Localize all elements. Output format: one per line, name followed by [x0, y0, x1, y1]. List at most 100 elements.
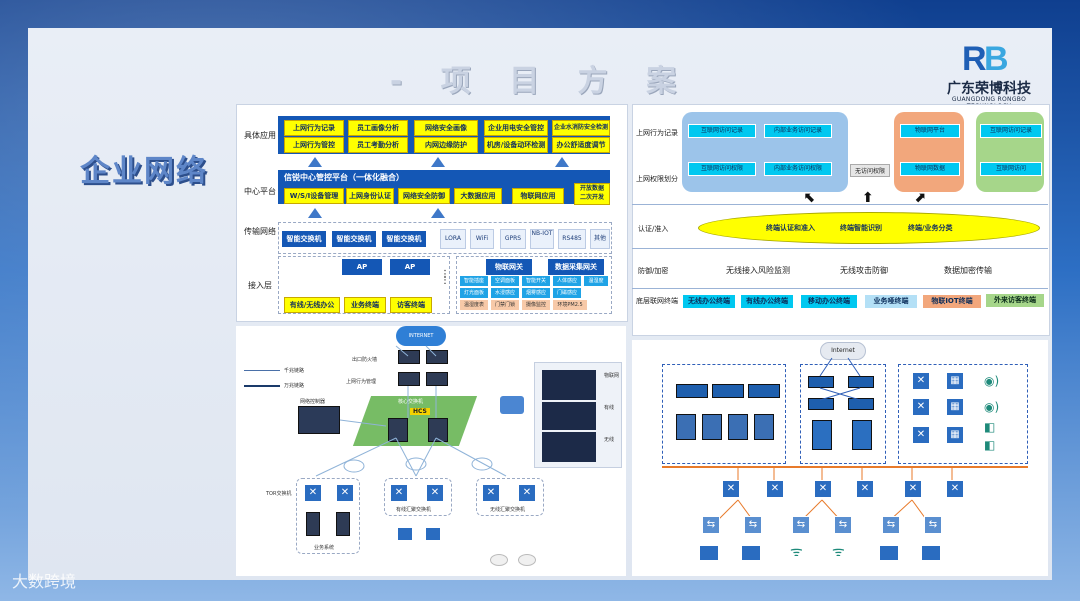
topology-links-left — [315, 345, 507, 477]
iot-sensor: 水浸感应 — [491, 288, 519, 298]
dc-zone — [662, 364, 786, 464]
arrow-icon: ⬆ — [862, 190, 874, 206]
legend-label: 千兆链路 — [284, 368, 305, 374]
terminal-item: 移动办公终端 — [800, 294, 858, 309]
switch-icon: ✕ — [426, 484, 444, 502]
row-divider — [632, 204, 1048, 205]
iot-sensor: 灯光面板 — [460, 288, 488, 298]
edge-zone — [898, 364, 1028, 464]
gateway: 物联网关 — [486, 259, 532, 275]
router-icon — [848, 376, 874, 388]
switch-icon: ⇆ — [702, 516, 720, 534]
hcs-label: HCS — [410, 408, 430, 415]
switch-icon: ▦ — [946, 372, 964, 390]
screen-thumbnail — [542, 402, 596, 430]
switch-icon: ✕ — [856, 480, 874, 498]
auth-item: 终端智能识别 — [840, 224, 882, 232]
up-arrow — [308, 157, 322, 167]
rack-server-icon — [728, 414, 748, 440]
pc-icon — [880, 546, 898, 560]
row-label: 上网行为记录 — [636, 129, 678, 137]
pc-icon — [700, 546, 718, 560]
side-label: 物联网 — [604, 373, 620, 379]
iot-sensor: 环境PM2.5 — [553, 300, 587, 310]
side-label: 无线 — [604, 437, 615, 443]
internal-item: 内部业务访问记录 — [764, 124, 832, 138]
transport-zone — [278, 222, 612, 254]
platform-item: 开放数据 二次开发 — [574, 183, 610, 205]
defense-item: 数据加密传输 — [944, 266, 992, 275]
access-terminal: 有线/无线办公 — [284, 297, 340, 313]
access-terminal: 访客终端 — [390, 297, 432, 313]
controller-icon — [298, 406, 340, 434]
switch-icon: ✕ — [304, 484, 322, 502]
pc-icon — [426, 528, 440, 540]
transport-switch: 智能交换机 — [332, 231, 376, 247]
app-item: 企业水消防安全检测 — [552, 120, 610, 136]
app-item: 员工考勤分析 — [348, 137, 408, 153]
internal-item: 互联网访问权限 — [688, 162, 756, 176]
ap-icon — [518, 554, 536, 566]
switch-icon: ✕ — [814, 480, 832, 498]
defense-item: 无线攻击防御 — [840, 266, 888, 275]
iot-sensor: 智能开关 — [522, 276, 550, 286]
transport-link: WiFi — [470, 229, 494, 249]
internal-item: 互联网访问记录 — [688, 124, 756, 138]
switch-icon: ✕ — [390, 484, 408, 502]
legend-line — [244, 385, 280, 387]
layer-label: 接入层 — [248, 281, 272, 290]
row-divider — [632, 288, 1048, 289]
defense-item: 无线接入风险监测 — [726, 266, 790, 275]
node-label: 核心交换机 — [398, 399, 424, 405]
rack-server-icon — [754, 414, 774, 440]
core-switch-icon — [812, 420, 832, 450]
transport-link: GPRS — [500, 229, 526, 249]
tor-zone — [296, 478, 360, 554]
transport-link: RS485 — [558, 229, 586, 249]
pc-icon — [922, 546, 940, 560]
wireless-agg-zone — [476, 478, 544, 516]
app-item: 上网行为管控 — [284, 137, 344, 153]
iot-platform-item: 物联网数据 — [900, 162, 960, 176]
node-label: 无线汇聚交换机 — [490, 507, 526, 513]
client-icon — [500, 396, 524, 414]
arrow-icon: ⬈ — [914, 190, 926, 206]
switch-icon: ✕ — [904, 480, 922, 498]
side-label: 有线 — [604, 405, 615, 411]
server-icon — [748, 384, 780, 398]
server-icon — [676, 384, 708, 398]
terminal-item: 无线办公终端 — [682, 294, 736, 309]
switch-icon: ✕ — [946, 480, 964, 498]
transport-link: LORA — [440, 229, 466, 249]
layer-label: 中心平台 — [244, 187, 276, 196]
auth-ellipse — [698, 212, 1040, 244]
wired-agg-zone — [384, 478, 452, 516]
firewall-icon — [398, 350, 420, 364]
row-label: 防御/加密 — [638, 267, 669, 275]
firewall-icon — [848, 398, 874, 410]
camera-icon: ◧ — [984, 438, 996, 452]
row-label: 认证/准入 — [638, 225, 669, 233]
camera-icon: ◧ — [984, 420, 996, 434]
auth-item: 终端/业务分类 — [908, 224, 953, 232]
platform-item: 大数据应用 — [454, 188, 502, 204]
up-arrow — [431, 208, 445, 218]
layer-label: 具体应用 — [244, 131, 276, 140]
switch-icon: ▦ — [946, 426, 964, 444]
ap-icon: ◉) — [984, 374, 1000, 388]
platform-title: 信锐中心管控平台（一体化融合） — [284, 173, 404, 182]
switch-icon: ✕ — [912, 398, 930, 416]
node-label: 业务系统 — [314, 545, 335, 551]
up-arrow — [431, 157, 445, 167]
screen-thumbnail — [542, 432, 596, 462]
rack-server-icon — [702, 414, 722, 440]
up-arrow — [555, 157, 569, 167]
internal-item: 内部业务访问权限 — [764, 162, 832, 176]
firewall-icon — [808, 398, 834, 410]
server-icon — [712, 384, 744, 398]
svg-text:B: B — [984, 40, 1009, 76]
switch-icon: ⇆ — [882, 516, 900, 534]
internet-cloud-icon: INTERNET — [396, 326, 446, 346]
iot-sensor: 温湿度 — [584, 276, 608, 286]
app-item: 网络安全画像 — [414, 120, 478, 136]
